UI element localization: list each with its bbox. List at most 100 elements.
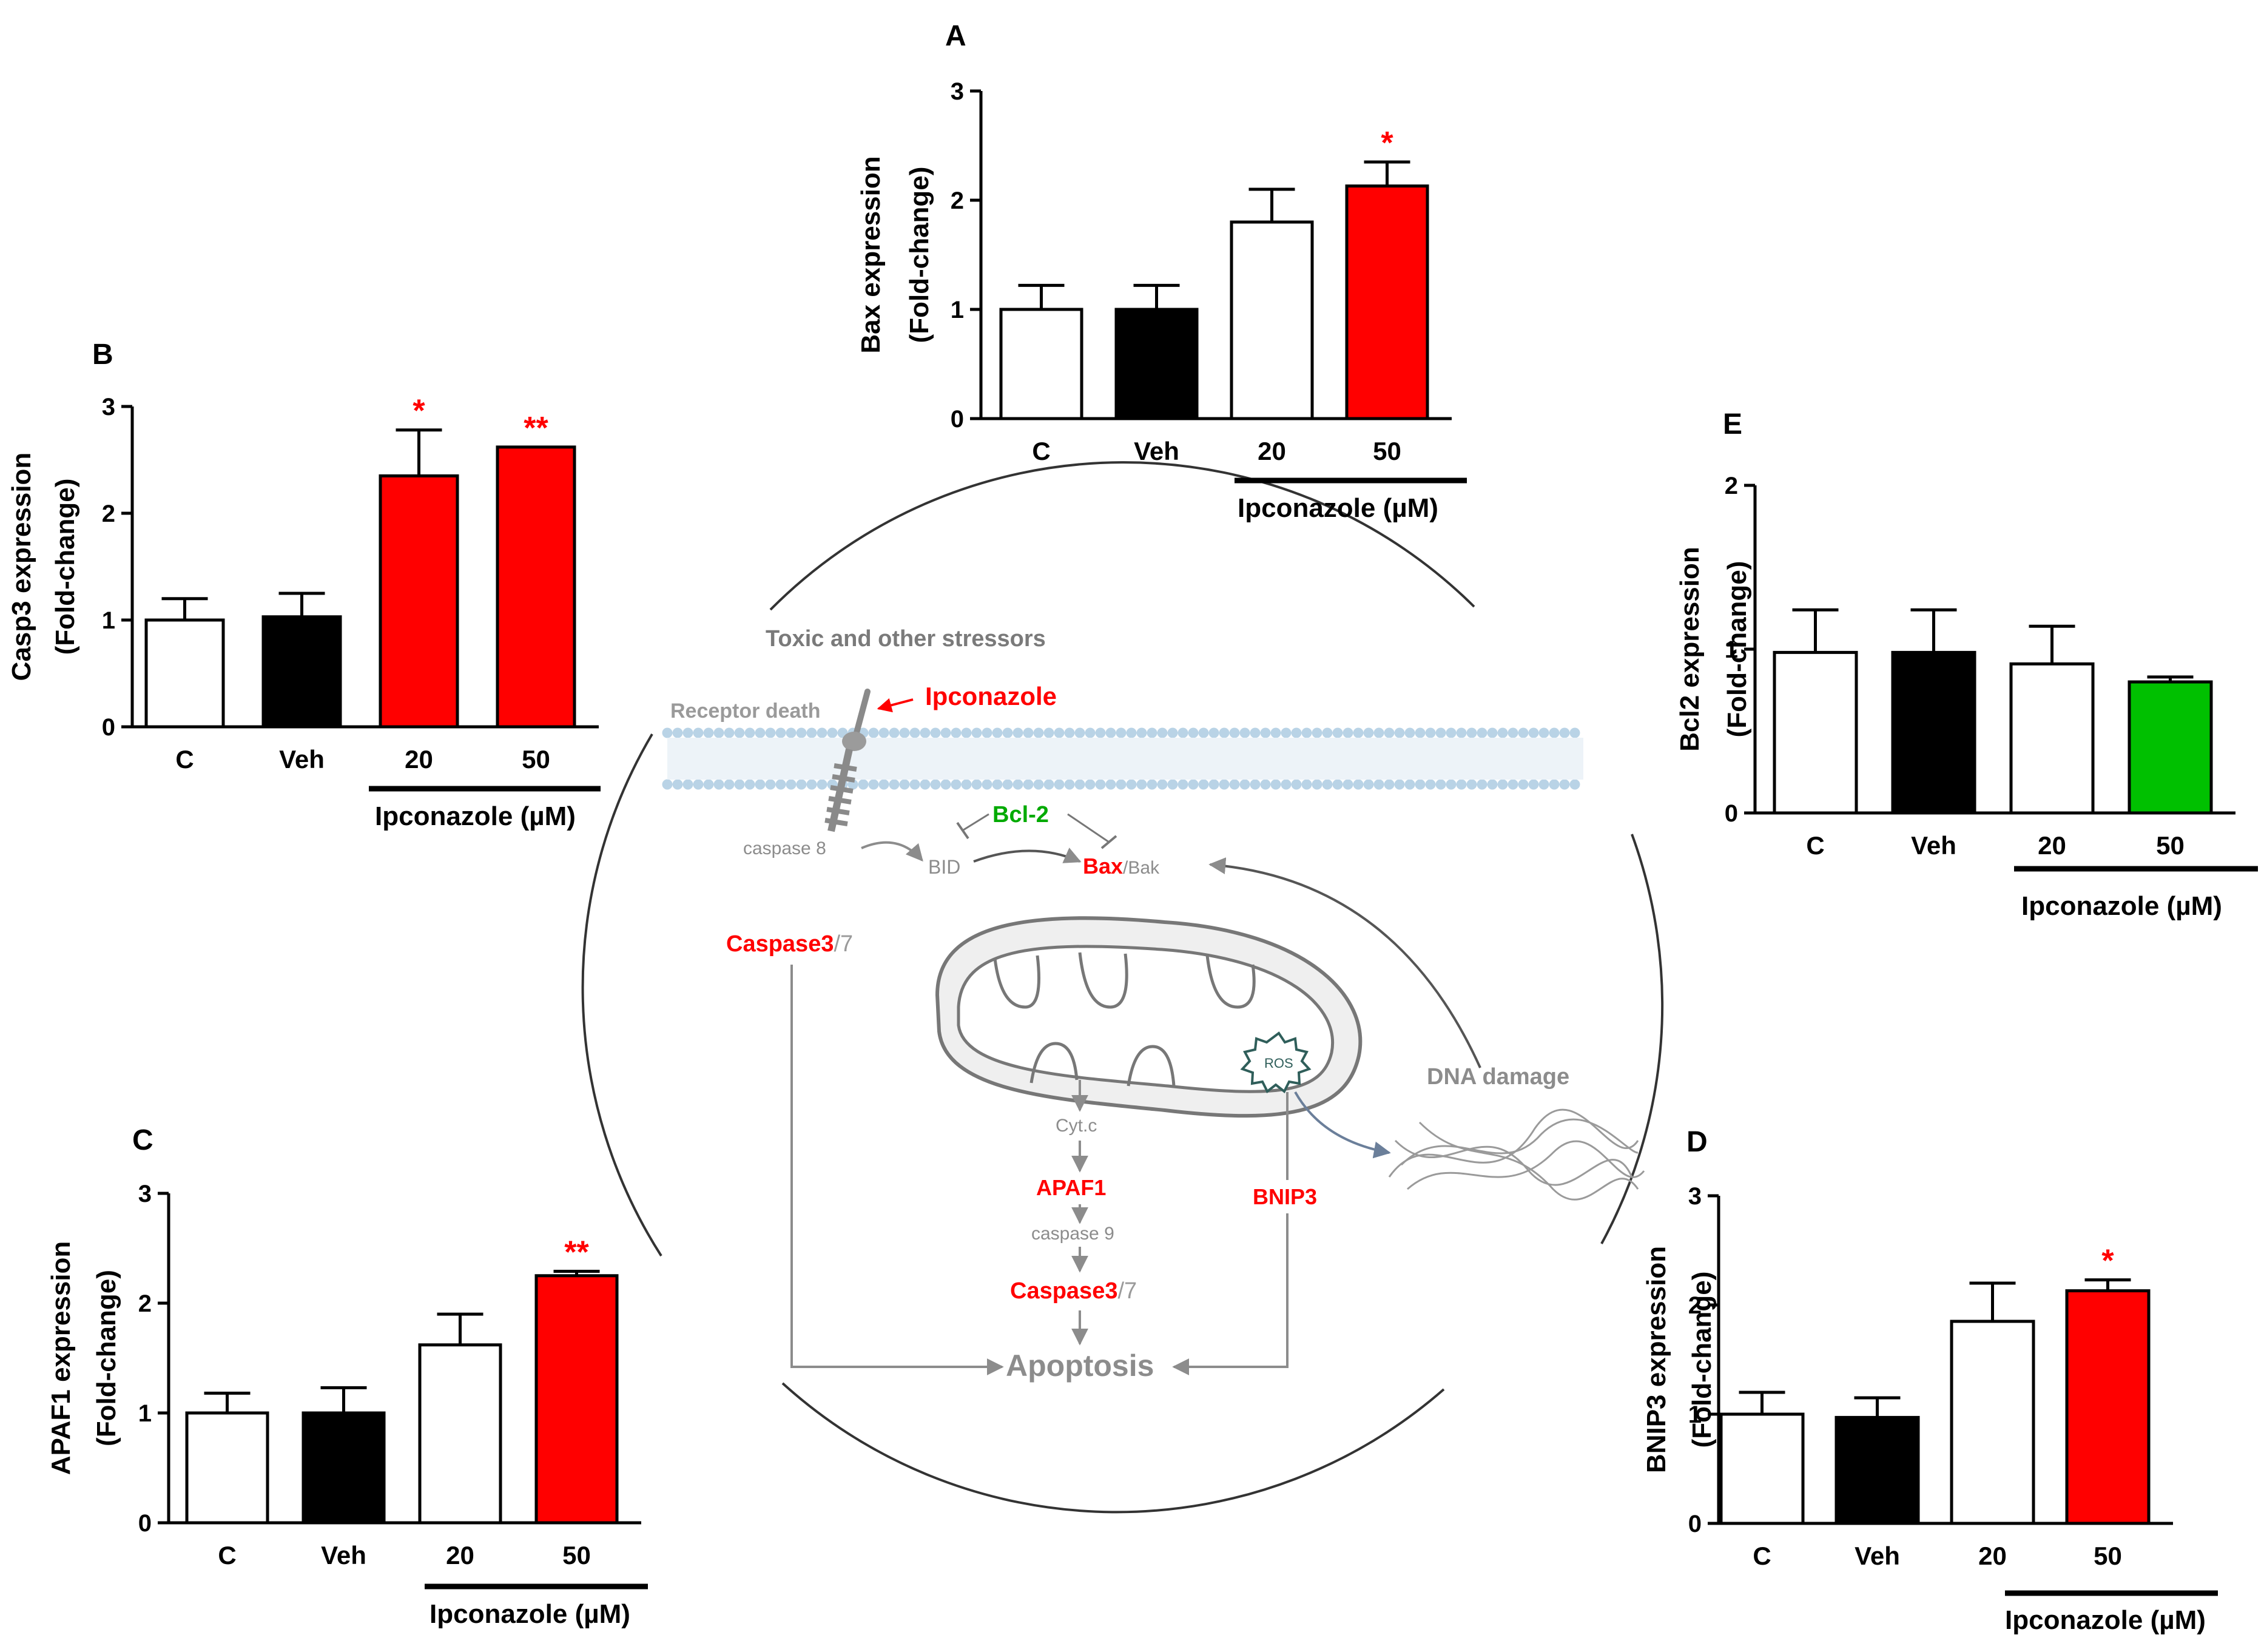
membrane-bead (971, 779, 982, 790)
membrane-bead (1177, 779, 1188, 790)
membrane-bead (982, 727, 992, 738)
membrane-bead (1157, 727, 1168, 738)
x-tick-label: C (1806, 831, 1824, 860)
y-tick-label: 2 (1725, 473, 1738, 499)
membrane-bead (1054, 727, 1065, 738)
membrane-bead (662, 727, 673, 738)
membrane-bead (1177, 727, 1188, 738)
membrane-bead (1425, 727, 1436, 738)
membrane-bead (961, 727, 972, 738)
membrane-bead (1002, 779, 1013, 790)
y-tick-label: 3 (138, 1181, 152, 1207)
significance-marker: * (2101, 1244, 2114, 1279)
membrane-bead (744, 779, 755, 790)
membrane-bead (1239, 727, 1250, 738)
membrane-bead (1198, 779, 1209, 790)
membrane-bead (1435, 727, 1446, 738)
membrane-bead (930, 727, 941, 738)
x-tick-label: 50 (2156, 831, 2185, 860)
membrane-bead (1466, 727, 1477, 738)
x-tick-label: 50 (1373, 437, 1401, 465)
y-axis-label-line1: Casp3 expression (7, 453, 36, 681)
dna-damage-tangle (1388, 1108, 1645, 1201)
y-tick-label: 2 (1688, 1292, 1702, 1319)
membrane-bead (1322, 779, 1333, 790)
membrane-bead (1281, 727, 1292, 738)
bnip3-diagram-label: BNIP3 (1253, 1184, 1317, 1209)
membrane-bead (1373, 727, 1384, 738)
caspase8-label: caspase 8 (743, 838, 826, 858)
y-tick-label: 0 (1688, 1511, 1702, 1537)
membrane-bead (1466, 779, 1477, 790)
x-tick-label: 50 (562, 1541, 591, 1569)
y-tick-label: 2 (951, 187, 964, 214)
membrane-bead (1373, 779, 1384, 790)
membrane-bead (1384, 727, 1395, 738)
membrane-bead (1363, 727, 1374, 738)
bar-50 (2065, 1289, 2151, 1525)
x-tick-label: C (218, 1541, 236, 1569)
panel-tag: E (1723, 408, 1742, 440)
ipconazole-label: Ipconazole (925, 682, 1057, 710)
bar-20 (1230, 220, 1314, 420)
panel-tag: C (132, 1124, 153, 1156)
membrane-bead (1270, 727, 1281, 738)
group-label: Ipconazole (µM) (375, 801, 576, 831)
membrane-bead (1064, 779, 1075, 790)
y-axis-label-line2: (Fold-change) (1687, 1272, 1717, 1448)
bar-veh (302, 1411, 386, 1525)
y-tick-label: 1 (1725, 636, 1738, 663)
y-tick-label: 1 (102, 607, 115, 634)
membrane-bead (1497, 727, 1508, 738)
membrane-bead (1569, 727, 1580, 738)
membrane-bead (1508, 779, 1518, 790)
membrane-bead (1167, 727, 1178, 738)
y-tick-label: 0 (1725, 800, 1738, 827)
membrane-bead (1219, 727, 1230, 738)
y-tick-label: 0 (138, 1510, 152, 1537)
membrane-bead (765, 779, 776, 790)
membrane-bead (1538, 727, 1549, 738)
bar-c (144, 618, 225, 729)
bid-to-bax-arrow (973, 848, 1082, 863)
membrane-bead (1497, 779, 1508, 790)
bar-c (999, 308, 1083, 420)
panel-tag: B (92, 339, 113, 371)
cell-outline-bottom (781, 1382, 1445, 1514)
bar-20 (1950, 1320, 2035, 1525)
membrane-bead (1219, 779, 1230, 790)
membrane-bead (817, 779, 827, 790)
membrane-bead (909, 727, 920, 738)
ros-starburst (1240, 1031, 1312, 1094)
bar-20 (2009, 662, 2095, 815)
membrane-bead (672, 727, 683, 738)
y-axis-label-line1: Bax expression (856, 156, 886, 353)
x-tick-label: 20 (1258, 437, 1286, 465)
membrane-bead (940, 727, 951, 738)
membrane-bead (920, 727, 931, 738)
membrane-bead (930, 779, 941, 790)
y-tick-label: 0 (102, 714, 115, 741)
membrane-bead (1188, 727, 1199, 738)
membrane-bead (889, 779, 900, 790)
membrane-bead (1332, 779, 1343, 790)
y-axis-label-line2: (Fold-change) (1722, 561, 1752, 738)
cell-outline-right (1600, 834, 1664, 1244)
x-tick-label: C (1032, 437, 1050, 465)
y-axis-label-line1: Bcl2 expression (1675, 547, 1705, 752)
membrane-bead (1116, 779, 1127, 790)
caspase37-bottom-red: Caspase3 (1010, 1278, 1117, 1304)
membrane-bead (1291, 779, 1302, 790)
membrane-bead (1074, 779, 1085, 790)
membrane-bead (1487, 727, 1498, 738)
membrane-bead (1425, 779, 1436, 790)
bar-50 (496, 445, 576, 729)
x-tick-label: 20 (2038, 831, 2066, 860)
membrane-bead (755, 779, 766, 790)
membrane-bead (672, 779, 683, 790)
membrane-bead (1528, 779, 1539, 790)
membrane-bead (817, 727, 827, 738)
membrane-bead (1012, 727, 1023, 738)
